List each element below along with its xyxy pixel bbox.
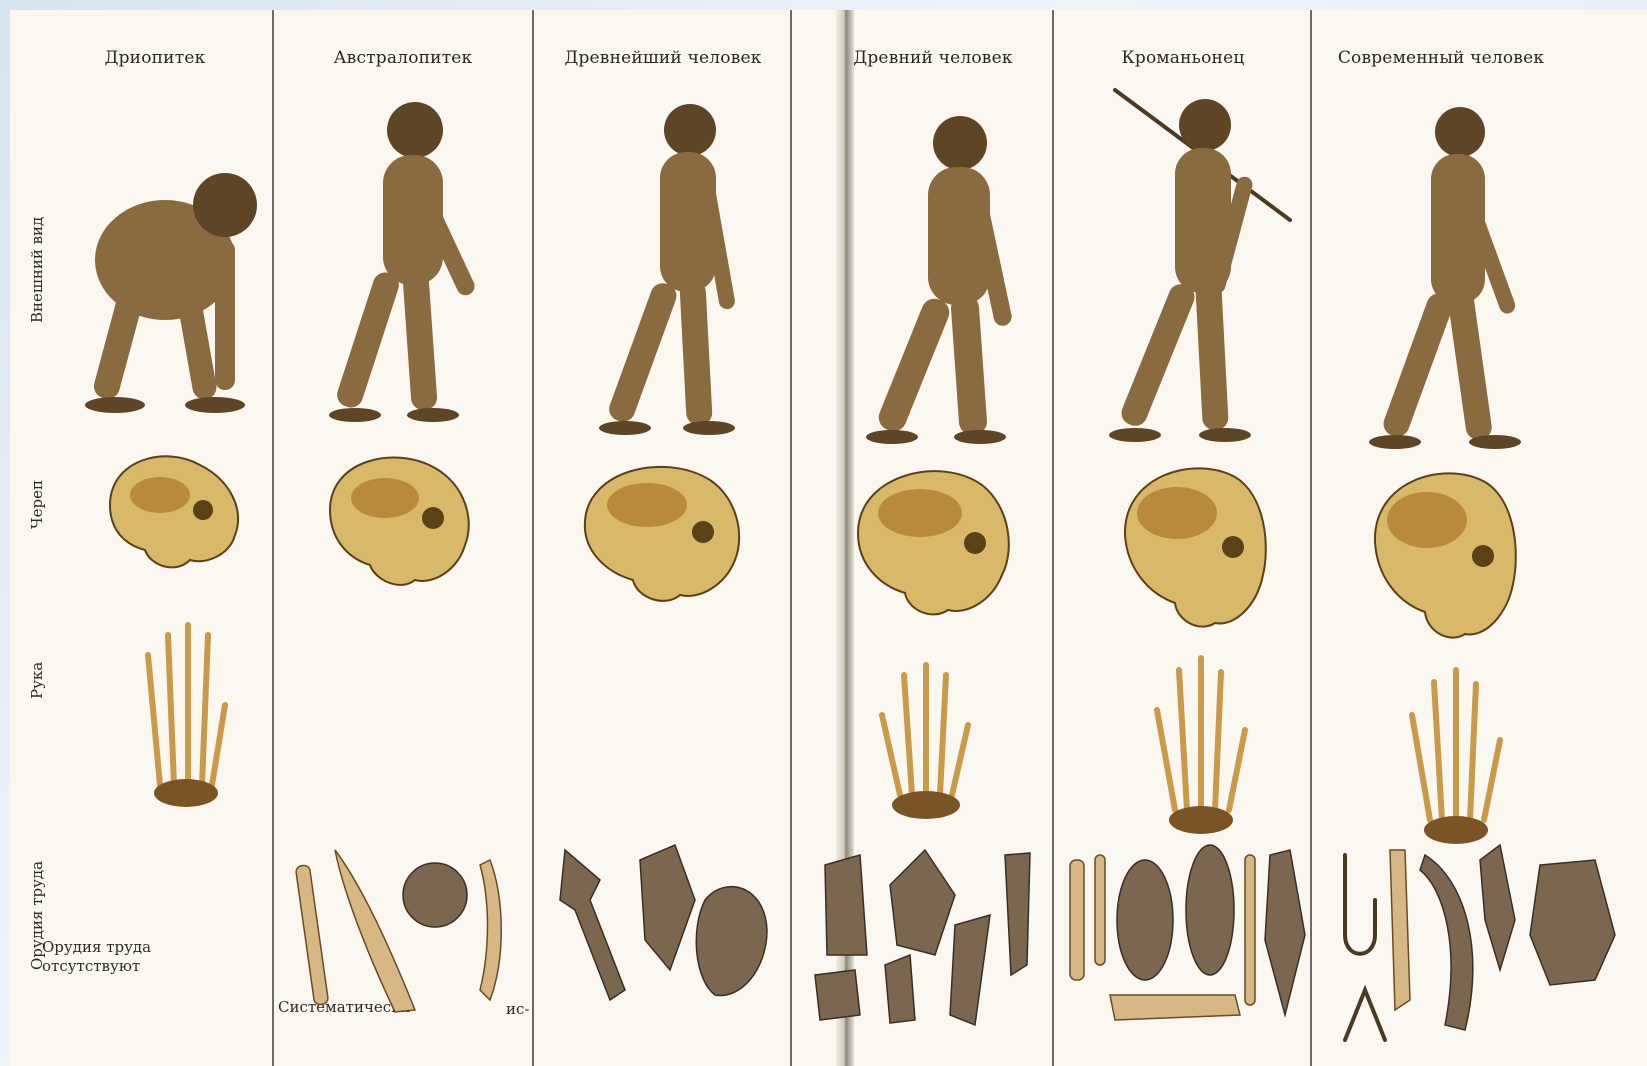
modern-human-skull <box>1365 460 1525 645</box>
column-title-australopithecus: Австралопитек <box>288 48 518 68</box>
modern-human-hand <box>1400 660 1510 850</box>
modern-human-tools <box>1325 840 1640 1045</box>
column-divider <box>272 10 274 1066</box>
column-title-dryopithecus: Дриопитек <box>40 48 270 68</box>
homo-habilis-tools <box>555 840 785 1010</box>
row-label-skull: Череп <box>28 450 54 560</box>
column-title-neanderthal: Древний человек <box>818 48 1048 68</box>
row-label-appearance: Внешний вид <box>28 180 54 360</box>
australopithecus-figure <box>315 90 495 430</box>
neanderthal-figure <box>860 105 1040 450</box>
homo-habilis-skull <box>575 450 755 610</box>
dryopithecus-skull <box>95 440 255 580</box>
neanderthal-hand <box>870 655 980 825</box>
cro-magnon-figure <box>1095 80 1325 455</box>
dryopithecus-figure <box>65 150 265 420</box>
homo-habilis-figure <box>585 90 765 440</box>
no-tools-note: Орудия труда отсутствуют <box>42 938 212 976</box>
row-label-hand: Рука <box>28 630 54 730</box>
neanderthal-tools <box>815 845 1050 1045</box>
australopithecus-skull <box>315 440 485 600</box>
australopithecus-tools <box>295 840 525 1020</box>
cro-magnon-hand <box>1145 650 1255 840</box>
column-divider <box>532 10 534 1066</box>
column-divider <box>1052 10 1054 1066</box>
neanderthal-skull <box>850 455 1020 625</box>
row-label-tools: Орудия труда <box>28 800 54 1030</box>
column-title-homo-habilis: Древнейший человек <box>548 48 778 68</box>
dryopithecus-hand <box>130 615 240 815</box>
column-divider <box>790 10 792 1066</box>
cro-magnon-tools <box>1065 845 1310 1045</box>
cro-magnon-skull <box>1115 455 1275 635</box>
column-title-cro-magnon: Кроманьонец <box>1068 48 1298 68</box>
modern-human-figure <box>1365 90 1545 460</box>
textbook-spread: Дриопитек Австралопитек Древнейший челов… <box>10 10 1647 1066</box>
column-title-modern-human: Современный человек <box>1326 48 1556 68</box>
